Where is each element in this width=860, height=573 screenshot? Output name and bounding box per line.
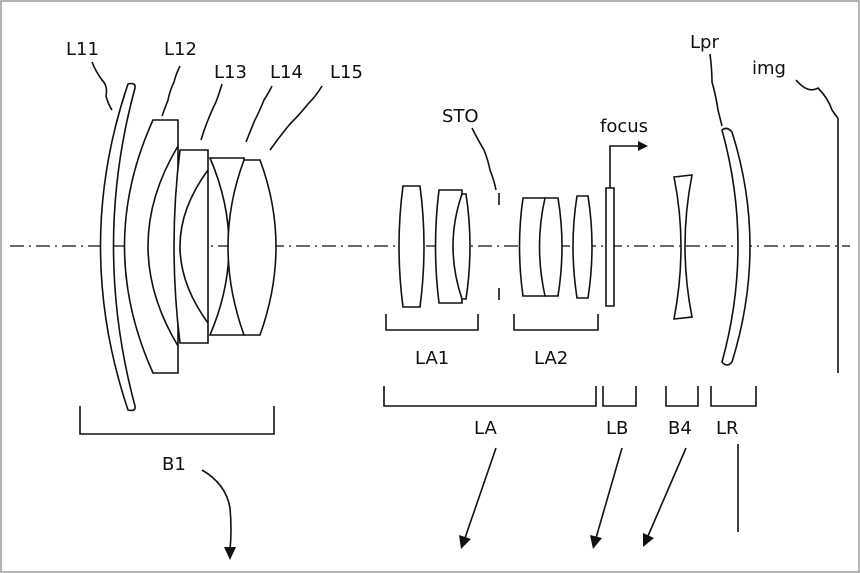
label-sto: STO: [442, 106, 479, 127]
bracket-b4: [665, 386, 699, 407]
label-l14: L14: [270, 62, 303, 83]
label-img: img: [752, 58, 786, 79]
lens-b4: [673, 174, 693, 320]
arrow-la-head: [459, 535, 471, 549]
label-lpr: Lpr: [690, 32, 719, 53]
lens-lr: [721, 127, 751, 366]
leader-l13: [200, 83, 223, 141]
arrow-lb-line: [595, 447, 623, 539]
bracket-b1: [79, 406, 275, 435]
lens-la2-c: [572, 195, 593, 299]
arrow-b4-line: [647, 447, 687, 537]
leader-l15: [269, 85, 323, 151]
focus-arrow-line: [609, 145, 640, 188]
label-l13: L13: [214, 62, 247, 83]
lens-la2-b: [538, 197, 563, 297]
leader-sto: [471, 127, 497, 191]
lens-lb: [605, 187, 615, 307]
bracket-lr: [710, 386, 757, 407]
arrow-la-line: [464, 447, 497, 539]
label-la1: LA1: [415, 348, 449, 369]
lens-la2-a: [518, 197, 546, 297]
arrow-b4-head: [643, 533, 654, 547]
bracket-la: [383, 386, 597, 407]
leader-lpr: [709, 53, 723, 127]
lens-la1-c: [452, 193, 471, 300]
label-l15: L15: [330, 62, 363, 83]
focus-arrow-head: [638, 141, 648, 151]
lens-l13: [173, 149, 209, 344]
label-l11: L11: [66, 39, 99, 60]
lens-l13-inner-surface: [179, 169, 209, 324]
leader-l12: [161, 65, 181, 117]
label-la2: LA2: [534, 348, 568, 369]
leader-l11: [91, 61, 113, 111]
leader-l14: [245, 85, 273, 143]
bracket-la1: [385, 314, 479, 331]
label-lb: LB: [606, 418, 628, 439]
lens-l12-inner-surface: [147, 145, 179, 347]
label-la: LA: [474, 418, 497, 439]
arrow-lb-head: [590, 535, 602, 549]
lens-la1-a: [398, 185, 425, 308]
leader-img: [795, 79, 839, 119]
label-b1: B1: [162, 454, 186, 475]
bracket-lb: [602, 386, 637, 407]
bracket-la2: [513, 314, 599, 331]
arrow-b1-head: [224, 547, 236, 560]
lens-l12: [123, 119, 179, 374]
label-focus: focus: [600, 116, 648, 137]
label-l12: L12: [164, 39, 197, 60]
label-b4: B4: [668, 418, 692, 439]
lens-l11: [99, 82, 136, 412]
lens-l15: [227, 159, 277, 336]
label-lr: LR: [716, 418, 739, 439]
arrow-b1-line: [201, 469, 232, 551]
